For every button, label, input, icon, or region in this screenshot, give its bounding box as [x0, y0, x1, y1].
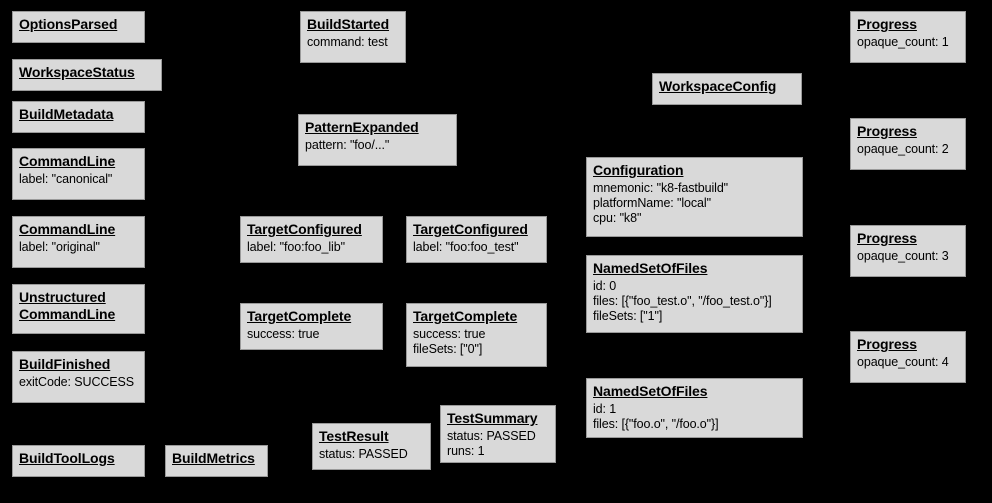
node-title: TargetConfigured	[413, 221, 528, 237]
node-fields: pattern: "foo/..."	[305, 138, 450, 153]
node-title: TargetConfigured	[247, 221, 362, 237]
node-title: NamedSetOfFiles	[593, 260, 708, 276]
node-fields: opaque_count: 4	[857, 355, 959, 370]
node-fields: label: "canonical"	[19, 172, 138, 187]
node-title: Progress	[857, 230, 917, 246]
node-title: CommandLine	[19, 153, 116, 169]
node-field: command: test	[307, 35, 388, 49]
node-field: files: [{"foo_test.o", "/foo_test.o"}]	[593, 294, 772, 308]
node-title: BuildToolLogs	[19, 450, 115, 466]
node-fields: mnemonic: "k8-fastbuild"platformName: "l…	[593, 181, 796, 226]
node-title: OptionsParsed	[19, 16, 118, 32]
node-title: TestResult	[319, 428, 389, 444]
node-unstructured-command-line[interactable]: Unstructured CommandLine	[12, 284, 145, 334]
node-fields: exitCode: SUCCESS	[19, 375, 138, 390]
node-title: Progress	[857, 336, 917, 352]
node-title: Progress	[857, 16, 917, 32]
node-title: BuildStarted	[307, 16, 390, 32]
node-field: exitCode: SUCCESS	[19, 375, 135, 389]
node-field: status: PASSED	[447, 429, 536, 443]
node-title: BuildFinished	[19, 356, 111, 372]
node-test-result[interactable]: TestResult status: PASSED	[312, 423, 431, 470]
node-field: fileSets: ["0"]	[413, 342, 483, 356]
node-fields: opaque_count: 1	[857, 35, 959, 50]
node-build-metrics[interactable]: BuildMetrics	[165, 445, 268, 477]
node-field: runs: 1	[447, 444, 485, 458]
node-field: id: 1	[593, 402, 617, 416]
node-build-started[interactable]: BuildStarted command: test	[300, 11, 406, 63]
node-field: success: true	[413, 327, 486, 341]
node-field: label: "foo:foo_test"	[413, 240, 519, 254]
node-title: WorkspaceConfig	[659, 78, 777, 94]
node-workspace-status[interactable]: WorkspaceStatus	[12, 59, 162, 91]
node-fields: opaque_count: 2	[857, 142, 959, 157]
node-field: opaque_count: 2	[857, 142, 949, 156]
node-configuration[interactable]: Configuration mnemonic: "k8-fastbuild"pla…	[586, 157, 803, 237]
node-build-tool-logs[interactable]: BuildToolLogs	[12, 445, 145, 477]
node-target-configured-foo-test[interactable]: TargetConfigured label: "foo:foo_test"	[406, 216, 547, 263]
node-fields: success: true	[247, 327, 376, 342]
node-fields: label: "foo:foo_test"	[413, 240, 540, 255]
node-title: WorkspaceStatus	[19, 64, 135, 80]
node-field: label: "original"	[19, 240, 100, 254]
node-title: Configuration	[593, 162, 684, 178]
node-progress-4[interactable]: Progress opaque_count: 4	[850, 331, 966, 383]
node-field: fileSets: ["1"]	[593, 309, 663, 323]
node-title: Progress	[857, 123, 917, 139]
node-field: opaque_count: 1	[857, 35, 949, 49]
node-field: opaque_count: 3	[857, 249, 949, 263]
node-fields: label: "original"	[19, 240, 138, 255]
node-field: pattern: "foo/..."	[305, 138, 390, 152]
node-title: BuildMetadata	[19, 106, 114, 122]
node-title: PatternExpanded	[305, 119, 419, 135]
node-field: label: "canonical"	[19, 172, 113, 186]
node-title: CommandLine	[19, 221, 116, 237]
node-field: files: [{"foo.o", "/foo.o"}]	[593, 417, 719, 431]
node-fields: label: "foo:foo_lib"	[247, 240, 376, 255]
node-build-finished[interactable]: BuildFinished exitCode: SUCCESS	[12, 351, 145, 403]
node-title: Unstructured CommandLine	[19, 289, 116, 322]
node-title: TestSummary	[447, 410, 538, 426]
node-field: cpu: "k8"	[593, 211, 642, 225]
node-progress-3[interactable]: Progress opaque_count: 3	[850, 225, 966, 277]
node-title: BuildMetrics	[172, 450, 255, 466]
node-command-line-canonical[interactable]: CommandLine label: "canonical"	[12, 148, 145, 200]
node-pattern-expanded[interactable]: PatternExpanded pattern: "foo/..."	[298, 114, 457, 166]
node-options-parsed[interactable]: OptionsParsed	[12, 11, 145, 43]
node-field: platformName: "local"	[593, 196, 711, 210]
node-field: label: "foo:foo_lib"	[247, 240, 345, 254]
node-title: TargetComplete	[247, 308, 352, 324]
node-title: NamedSetOfFiles	[593, 383, 708, 399]
node-build-metadata[interactable]: BuildMetadata	[12, 101, 145, 133]
node-field: id: 0	[593, 279, 617, 293]
node-field: opaque_count: 4	[857, 355, 949, 369]
node-fields: status: PASSED	[319, 447, 424, 462]
node-fields: opaque_count: 3	[857, 249, 959, 264]
node-fields: command: test	[307, 35, 399, 50]
node-progress-1[interactable]: Progress opaque_count: 1	[850, 11, 966, 63]
node-title: TargetComplete	[413, 308, 518, 324]
node-target-complete-foo-lib[interactable]: TargetComplete success: true	[240, 303, 383, 350]
node-progress-2[interactable]: Progress opaque_count: 2	[850, 118, 966, 170]
node-field: status: PASSED	[319, 447, 408, 461]
node-field: mnemonic: "k8-fastbuild"	[593, 181, 729, 195]
node-command-line-original[interactable]: CommandLine label: "original"	[12, 216, 145, 268]
node-field: success: true	[247, 327, 320, 341]
node-workspace-config[interactable]: WorkspaceConfig	[652, 73, 802, 105]
node-target-configured-foo-lib[interactable]: TargetConfigured label: "foo:foo_lib"	[240, 216, 383, 263]
